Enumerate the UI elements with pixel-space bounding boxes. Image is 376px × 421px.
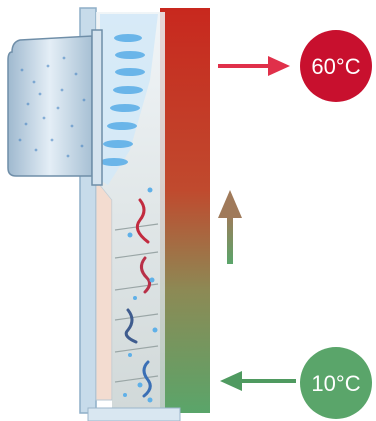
base-plate xyxy=(87,407,181,421)
blue-jets xyxy=(100,34,145,166)
heated-wall xyxy=(160,8,210,413)
hot-outlet-arrow xyxy=(218,56,290,76)
cold-inlet-arrow xyxy=(220,371,296,391)
inner-panel xyxy=(95,178,113,401)
inlet-pipe xyxy=(7,29,103,186)
rising-flow-arrow xyxy=(218,190,242,264)
bubbles xyxy=(123,187,158,403)
cold-temperature-label: 10°C xyxy=(311,371,360,396)
hot-temperature-label: 60°C xyxy=(311,54,360,79)
hot-temperature-badge: 60°C xyxy=(300,30,372,102)
cold-temperature-badge: 10°C xyxy=(300,347,372,419)
flow-lines xyxy=(124,198,152,398)
